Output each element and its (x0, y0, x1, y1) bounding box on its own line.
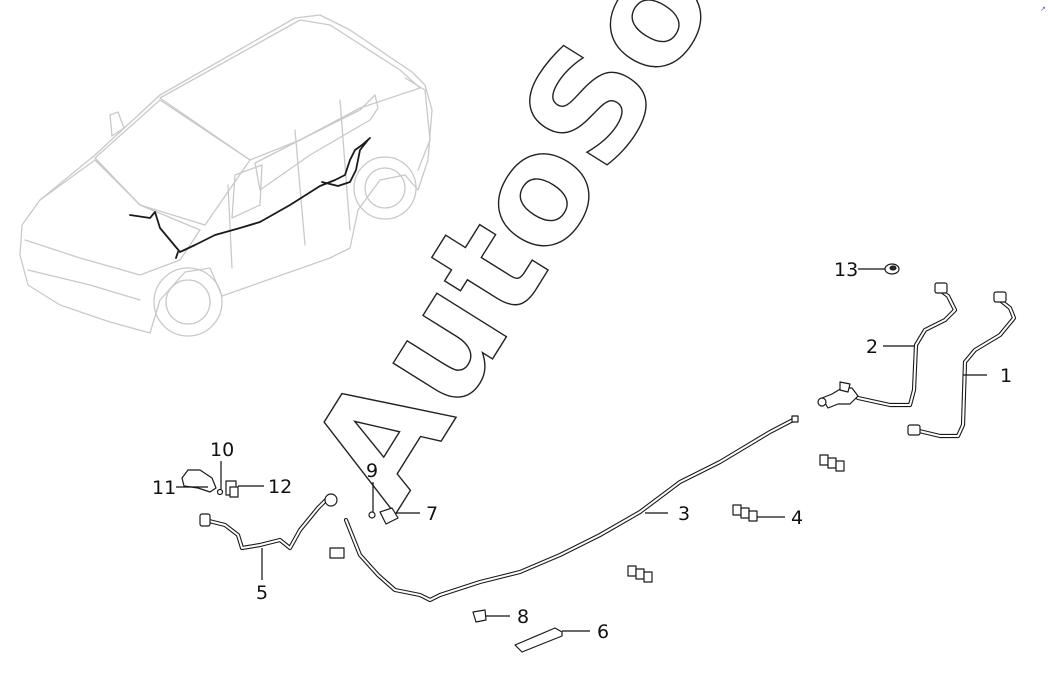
vehicle-outline (19, 14, 433, 337)
part-8-clip (472, 609, 487, 623)
part-1-sensor-cable (907, 291, 1017, 439)
part-13-grommet (884, 263, 900, 275)
part-12-clip (225, 480, 239, 498)
part-2-sensor-cable (817, 282, 958, 409)
callout-5: 5 (256, 582, 268, 604)
callout-4: 4 (791, 507, 803, 529)
callout-leaders (176, 268, 987, 632)
part-9-bolt (368, 511, 376, 519)
part-10-bolt (216, 488, 224, 496)
callout-7: 7 (426, 503, 438, 525)
callout-13: 13 (834, 259, 858, 281)
callout-1: 1 (1000, 365, 1012, 387)
part-3-main-cable (343, 415, 799, 603)
callout-labels: 1 2 3 4 5 6 7 8 9 10 11 12 13 (152, 259, 1012, 643)
callout-11: 11 (152, 477, 176, 499)
callout-2: 2 (866, 336, 878, 358)
callout-8: 8 (517, 606, 529, 628)
part-4-clips (627, 454, 845, 583)
watermark-text: AutoSoft (278, 0, 821, 534)
callout-3: 3 (678, 503, 690, 525)
corner-mark: ↗ (1040, 5, 1046, 13)
vehicle-harness-routing (129, 137, 371, 259)
part-7-plate (379, 507, 399, 525)
part-6-bracket (514, 627, 563, 653)
part-11-bracket (181, 469, 217, 493)
clip-c (627, 565, 653, 583)
clip-a (819, 454, 845, 472)
callout-9: 9 (366, 460, 378, 482)
callout-12: 12 (268, 476, 292, 498)
callout-10: 10 (210, 439, 234, 461)
clip-b (732, 504, 758, 522)
callout-6: 6 (597, 621, 609, 643)
part-5-front-cable (199, 493, 345, 559)
